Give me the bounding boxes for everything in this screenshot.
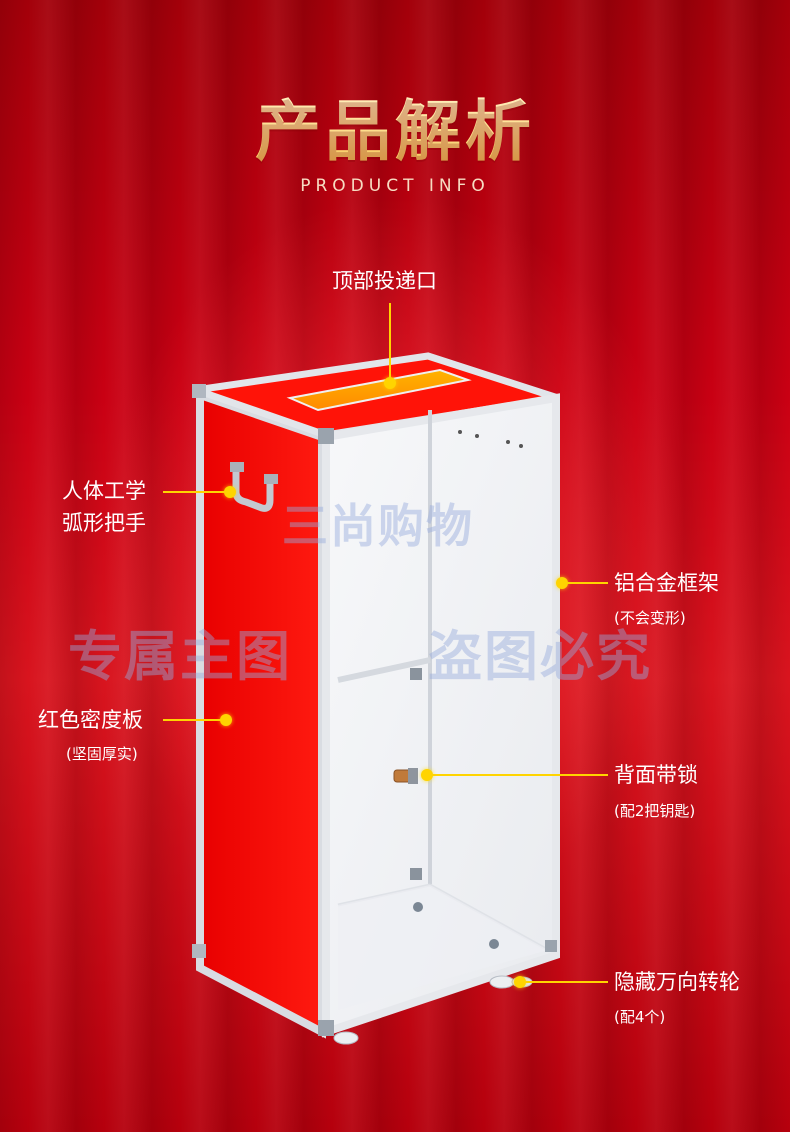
wheel-back <box>489 975 515 989</box>
callout-panel-note: (坚固厚实) <box>66 745 138 763</box>
callout-lock-label: 背面带锁 <box>614 763 698 787</box>
page-subtitle: PRODUCT INFO <box>300 176 490 196</box>
handle <box>232 464 274 512</box>
callout-wheels-dot <box>514 976 526 988</box>
callout-top-slot-line <box>389 303 391 380</box>
callout-wheels-note: (配4个) <box>614 1008 666 1026</box>
callout-frame-note: (不会变形) <box>614 609 686 627</box>
callout-handle-line <box>163 491 229 493</box>
page-title: 产品解析 <box>0 78 790 174</box>
wheel-front <box>333 1031 359 1045</box>
callout-handle-label-1: 人体工学 <box>62 479 146 503</box>
callout-panel-label: 红色密度板 <box>38 708 143 732</box>
callout-panel-dot <box>220 714 232 726</box>
watermark-right: 盗图必究 <box>428 625 652 688</box>
callout-lock-note: (配2把钥匙) <box>614 802 696 820</box>
callout-handle-dot <box>224 486 236 498</box>
callout-handle-label-2: 弧形把手 <box>62 511 146 535</box>
callout-frame-label: 铝合金框架 <box>614 571 719 595</box>
callout-top-slot-label: 顶部投递口 <box>332 269 437 293</box>
watermark-brand: 三尚购物 <box>282 499 474 553</box>
callout-panel-line <box>163 719 223 721</box>
callout-wheels-label: 隐藏万向转轮 <box>614 970 740 994</box>
callout-top-slot-dot <box>384 377 396 389</box>
callout-lock-line <box>430 774 608 776</box>
front-clear-panel <box>322 393 560 1038</box>
callout-lock-dot <box>421 769 433 781</box>
callout-frame-line <box>565 582 608 584</box>
callout-frame-dot <box>556 577 568 589</box>
callout-wheels-line <box>523 981 608 983</box>
watermark-left: 专属主图 <box>68 625 292 688</box>
